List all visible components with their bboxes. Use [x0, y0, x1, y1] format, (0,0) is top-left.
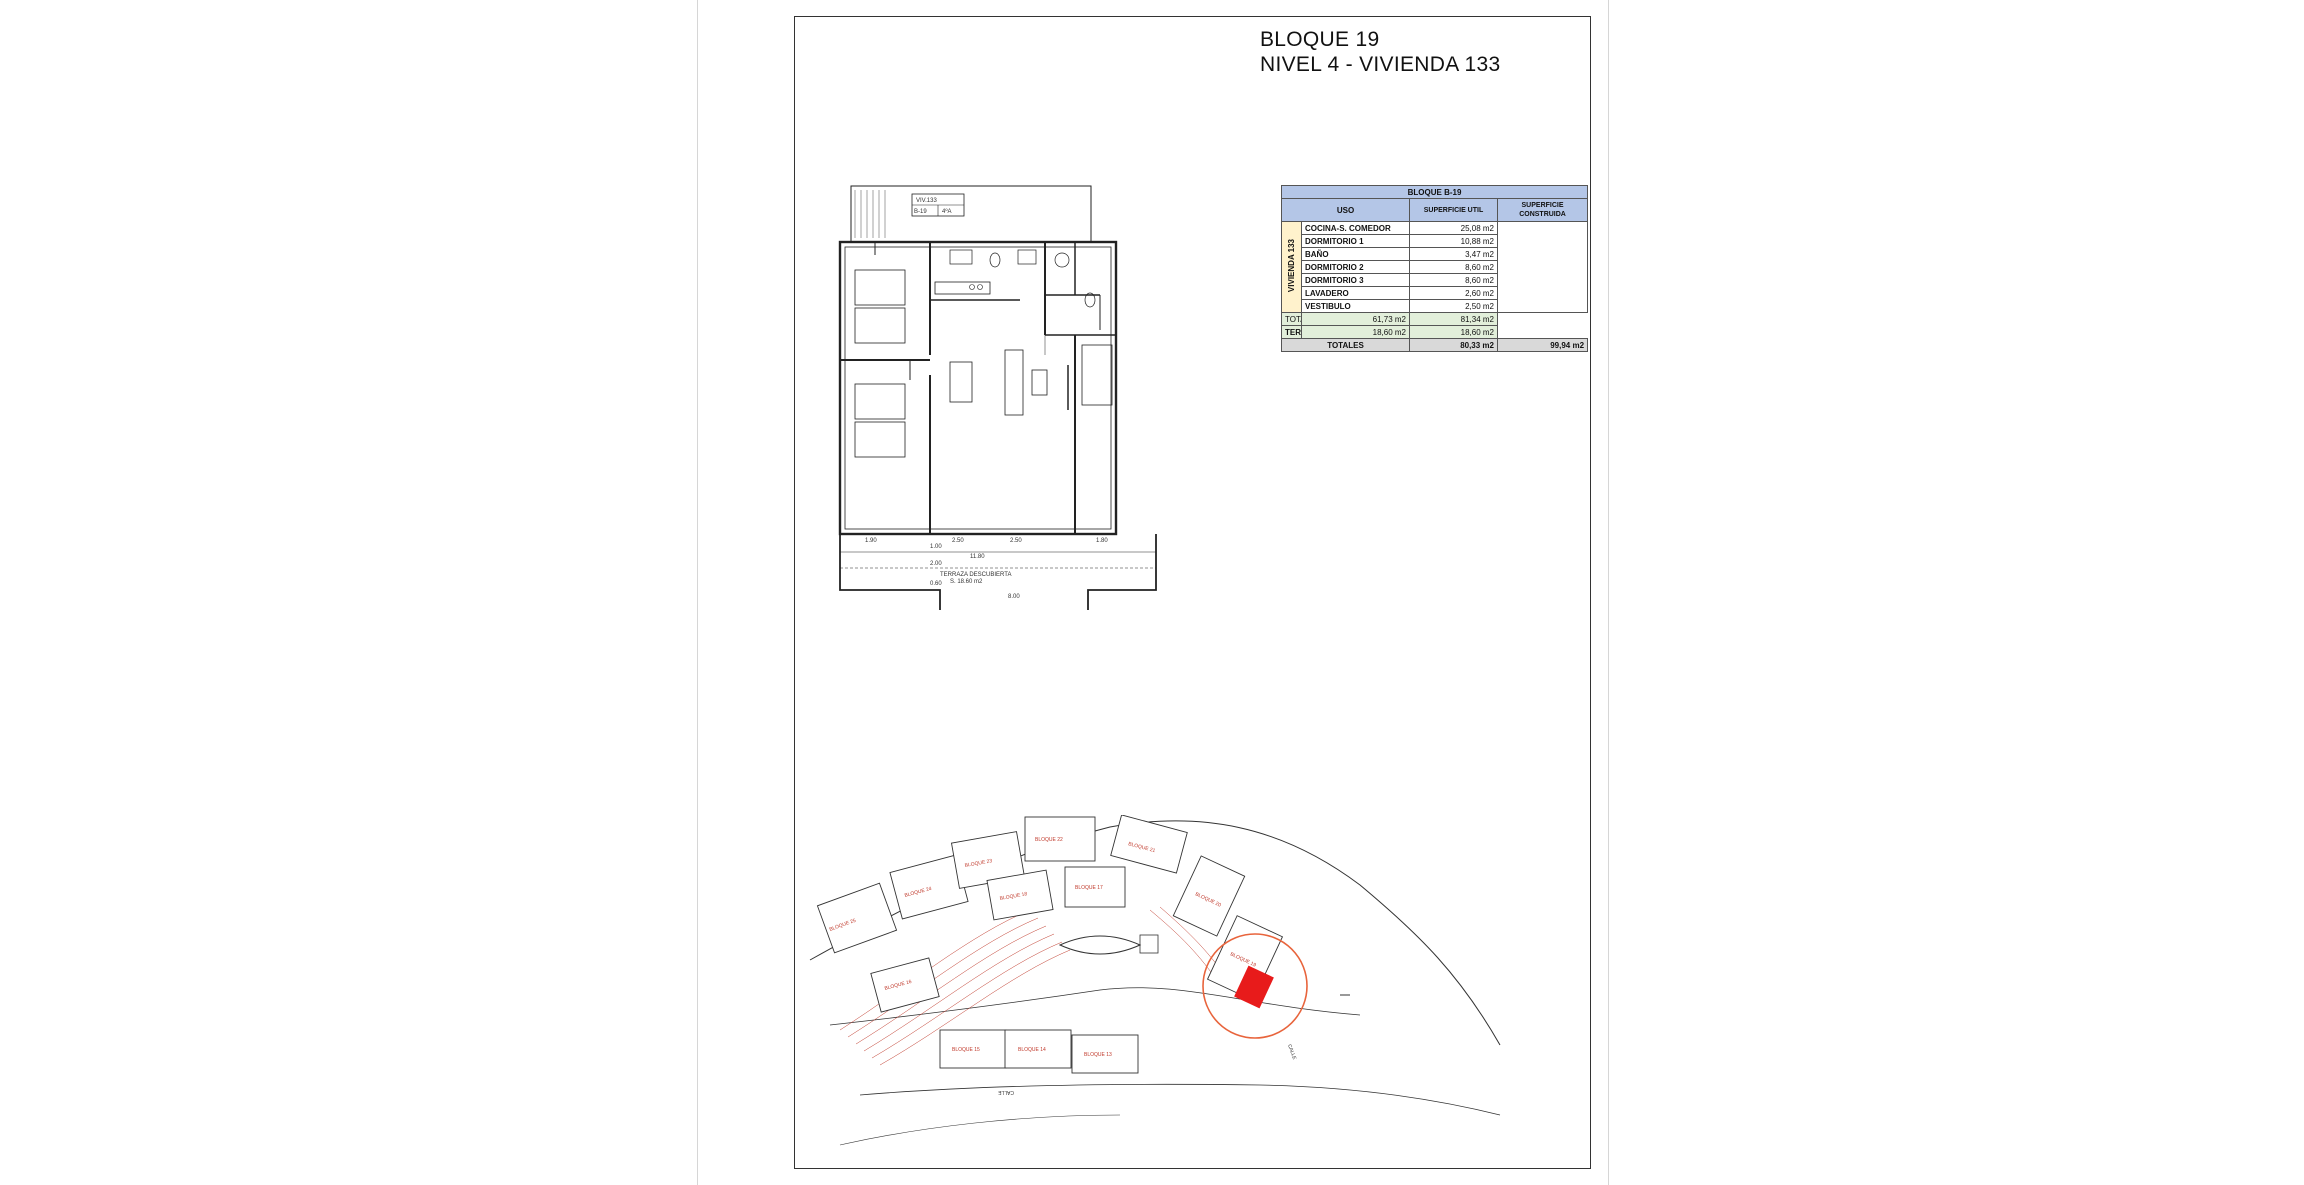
block-15: [939, 1029, 1007, 1069]
room-area: 10,88 m2: [1409, 234, 1498, 248]
table-header-util: SUPERFICIE UTIL: [1409, 198, 1498, 222]
bed-icon: [854, 307, 906, 344]
room-name: DORMITORIO 2: [1301, 260, 1410, 274]
table-totals-util: 80,33 m2: [1409, 338, 1498, 352]
dim-1: 1.90: [865, 538, 877, 544]
table-total-construida: 81,34 m2: [1409, 312, 1498, 326]
table-totals-row: TOTALES 80,33 m2 99,94 m2: [1281, 338, 1589, 352]
stamp-bottom-left: B-19: [914, 209, 927, 215]
dim-3: 2.50: [1010, 538, 1022, 544]
block-label: BLOQUE 23: [964, 858, 993, 869]
terrace-area: S. 18.60 m2: [950, 579, 983, 585]
block-title: BLOQUE 19: [1260, 28, 1380, 51]
upper-slab: [850, 185, 1092, 243]
sofa-icon: [1004, 349, 1024, 416]
table-terrace-row: TERRAZA DESCUBIERTA 18,60 m2 18,60 m2: [1281, 325, 1588, 339]
table-block-header: BLOQUE B-19: [1280, 185, 1589, 199]
room-area: 3,47 m2: [1409, 247, 1498, 261]
bed-icon: [854, 383, 906, 420]
room-area: 25,08 m2: [1409, 221, 1498, 235]
block-25: [816, 882, 898, 954]
overall-dim: 11.80: [970, 554, 985, 560]
block-label: BLOQUE 22: [1035, 837, 1063, 843]
washer-icon: [1054, 252, 1070, 268]
dim-4: 1.80: [1096, 538, 1108, 544]
kitchen-counter: [934, 281, 991, 295]
room-area: 8,60 m2: [1409, 273, 1498, 287]
table-block-row: BLOQUE B-19: [1280, 185, 1589, 199]
highlight-circle: [1202, 933, 1308, 1039]
street-label: CALLE: [997, 1089, 1014, 1095]
room-name: COCINA-S. COMEDOR: [1301, 221, 1410, 235]
room-area: 2,50 m2: [1409, 299, 1498, 313]
table-terrace-util: 18,60 m2: [1301, 325, 1410, 339]
area-table: BLOQUE B-19 USO SUPERFICIE UTIL SUPERFIC…: [1280, 185, 1589, 352]
table-header-construida: SUPERFICIE CONSTRUIDA: [1496, 198, 1589, 222]
block-22: [1024, 816, 1096, 862]
block-13: [1071, 1034, 1139, 1074]
dim-2: 2.50: [952, 538, 964, 544]
block-label: BLOQUE 15: [952, 1047, 980, 1053]
pool: [1058, 935, 1142, 955]
terrace-outline: [839, 534, 1157, 610]
room-name: LAVADERO: [1301, 286, 1410, 300]
room-area: 8,60 m2: [1409, 260, 1498, 274]
terrace-label: TERRAZA DESCUBIERTA: [940, 572, 1011, 578]
block-label: BLOQUE 18: [999, 891, 1028, 902]
table-totals-label: TOTALES: [1281, 338, 1410, 352]
unit-label-cell: VIVIENDA 133: [1281, 221, 1302, 313]
toilet-icon: [989, 252, 1001, 268]
block-19: [1206, 915, 1284, 1001]
street-label: CALLE: [1286, 1044, 1297, 1062]
washbasin-icon: [949, 249, 973, 265]
terrace-width: 8.00: [1008, 594, 1020, 600]
block-label: BLOQUE 14: [1018, 1047, 1046, 1053]
block-label: BLOQUE 17: [1075, 885, 1103, 891]
block-21: [1110, 815, 1188, 874]
construida-blank: [1496, 221, 1589, 313]
table-terrace-construida: 18,60 m2: [1409, 325, 1498, 339]
room-area: 2,60 m2: [1409, 286, 1498, 300]
table-total-util: 61,73 m2: [1301, 312, 1410, 326]
room-name: DORMITORIO 3: [1301, 273, 1410, 287]
block-18: [986, 869, 1054, 921]
room-name: VESTIBULO: [1301, 299, 1410, 313]
stair-icon: [854, 190, 886, 238]
table-header-uso: USO: [1281, 198, 1410, 222]
block-label: BLOQUE 13: [1084, 1052, 1112, 1058]
block-17: [1064, 866, 1126, 908]
drawing-frame: [794, 16, 1591, 1169]
bed-icon: [854, 269, 906, 306]
dining-table: [949, 361, 973, 403]
block-14: [1004, 1029, 1072, 1069]
room-name: BAÑO: [1301, 247, 1410, 261]
site-plan: BLOQUE 25 BLOQUE 24 BLOQUE 23 BLOQUE 22 …: [809, 815, 1501, 1146]
table-total-row: TOTAL 61,73 m2 81,34 m2: [1281, 312, 1588, 326]
table-totals-construida: 99,94 m2: [1496, 338, 1589, 352]
bed-icon: [1081, 344, 1113, 406]
bed-icon: [854, 421, 906, 458]
block-20: [1172, 855, 1246, 937]
side-dim-1: 1.00: [930, 544, 942, 550]
block-16: [870, 957, 940, 1013]
room-name: DORMITORIO 1: [1301, 234, 1410, 248]
stamp-bottom-right: 4ºA: [942, 208, 952, 215]
side-dim-2: 2.00: [930, 561, 942, 567]
stamp-top: VIV.133: [916, 198, 937, 204]
exterior-walls: [838, 240, 1118, 536]
side-dim-3: 0.60: [930, 581, 942, 587]
coffee-table: [1031, 369, 1048, 396]
floor-plan: VIV.133 B-19 4ºA 1.90 2.50 2.50 1.80 11.…: [838, 185, 1157, 610]
unit-title: NIVEL 4 - VIVIENDA 133: [1260, 53, 1501, 76]
selected-unit-marker: [1234, 965, 1274, 1009]
table-header-row: USO SUPERFICIE UTIL SUPERFICIE CONSTRUID…: [1281, 198, 1589, 222]
street-line: [859, 1083, 1501, 1116]
